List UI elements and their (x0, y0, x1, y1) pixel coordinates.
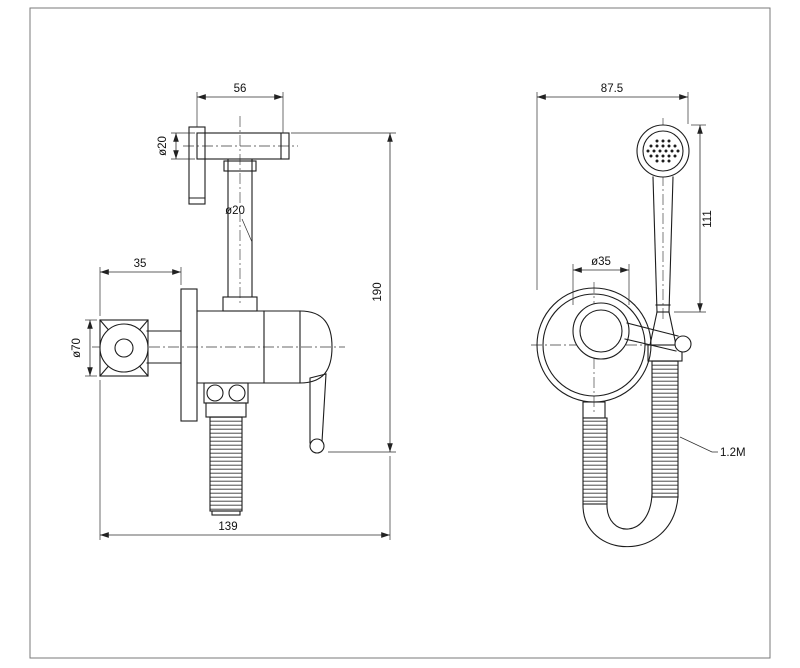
hose-front-left (582, 417, 608, 505)
sprayer-holder (188, 126, 290, 205)
left-view: 56 ø20 ø20 35 ø70 190 (71, 83, 396, 540)
sprayer-head-nozzles (646, 139, 680, 163)
centerlines-left (92, 116, 345, 348)
dimensions-right: 87.5 111 ø35 1.2M (536, 83, 746, 459)
right-view: 87.5 111 ø35 1.2M (531, 83, 746, 548)
dim-label-flange-diameter: ø70 (71, 338, 83, 358)
dimensions-left: 56 ø20 ø20 35 ø70 190 (71, 83, 396, 540)
drawing-border (29, 7, 771, 659)
dim-label-wall-offset: 35 (134, 258, 147, 270)
lever-handle-side (309, 373, 327, 454)
dim-label-top-width-left: 56 (234, 83, 247, 95)
dim-label-hose-length: 1.2M (720, 447, 746, 459)
dim-label-overall-width: 139 (218, 521, 237, 533)
sprayer-head (636, 124, 690, 178)
lever-handle-front (624, 322, 692, 353)
hose-side (209, 416, 243, 512)
dim-label-sprayer-height: 111 (702, 210, 714, 227)
dim-label-overall-height: 190 (372, 282, 384, 301)
hose-outlet-side (203, 382, 249, 516)
wall-plate (180, 288, 198, 422)
dim-label-top-width-right: 87.5 (601, 83, 623, 95)
sprayer-handle (647, 176, 683, 362)
shower-hose (582, 360, 679, 548)
wall-union-fitting (99, 319, 149, 377)
hose-front-right (651, 360, 679, 498)
dim-label-pipe-diameter: ø20 (225, 205, 245, 217)
dim-label-holder-diameter: ø20 (157, 136, 169, 156)
dim-label-hub-diameter: ø35 (591, 256, 611, 268)
